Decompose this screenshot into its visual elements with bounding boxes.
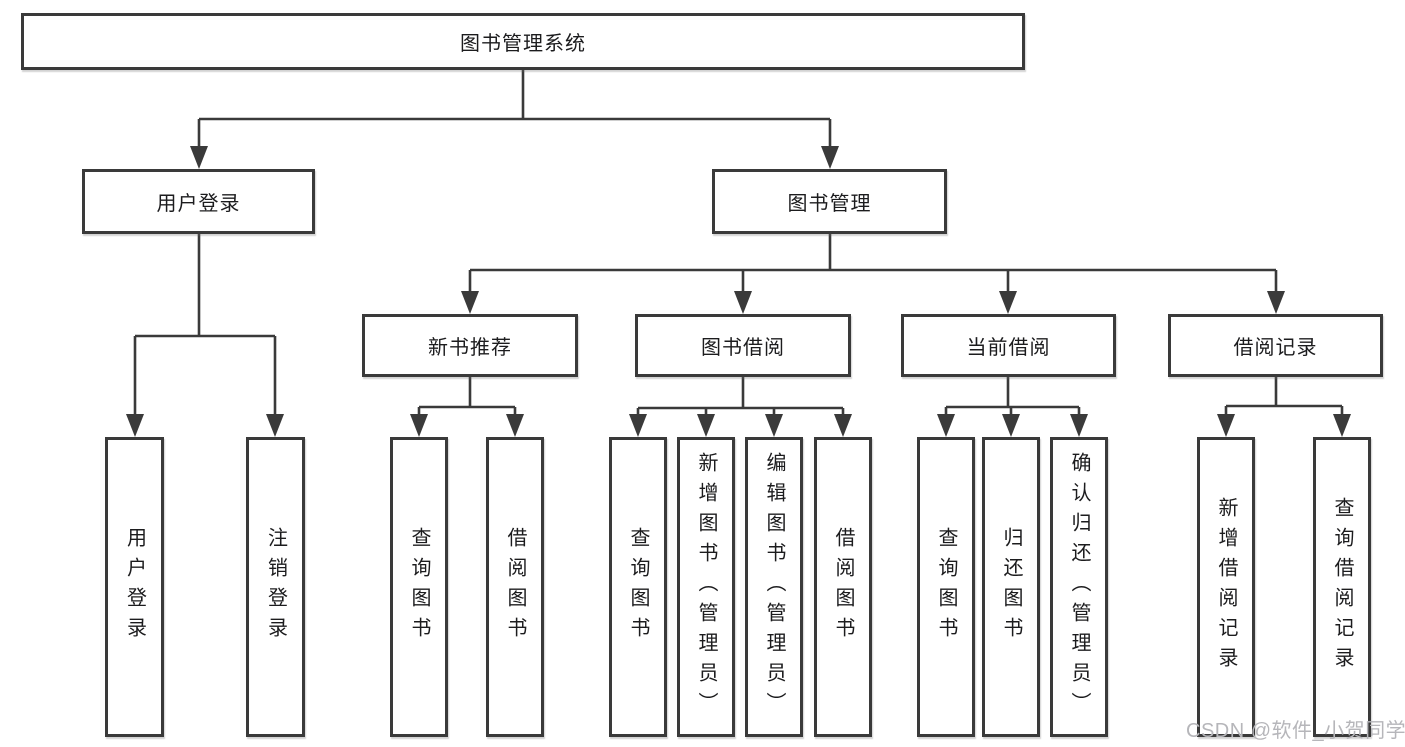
- node-borrowing-records: 借阅记录: [1168, 314, 1383, 377]
- node-current-borrowing: 当前借阅: [901, 314, 1116, 377]
- node-book-borrowing: 图书借阅: [635, 314, 851, 377]
- leaf-user-login: 用户登录: [105, 437, 164, 737]
- leaf-records-query-record: 查询借阅记录: [1313, 437, 1371, 737]
- leaf-borrow-edit-books-admin: 编辑图书（管理员）: [745, 437, 803, 737]
- node-new-book-recommend: 新书推荐: [362, 314, 578, 377]
- csdn-watermark: CSDN @软件_小贺同学: [1186, 720, 1405, 742]
- leaf-borrow-query-books: 查询图书: [609, 437, 667, 737]
- leaf-recommend-query-books: 查询图书: [390, 437, 448, 737]
- leaf-current-confirm-return-admin: 确认归还（管理员）: [1050, 437, 1108, 737]
- node-book-management: 图书管理: [712, 169, 947, 234]
- leaf-borrow-borrow-books: 借阅图书: [814, 437, 872, 737]
- leaf-logout: 注销登录: [246, 437, 305, 737]
- arrowhead-icons: [126, 146, 1351, 437]
- leaf-recommend-borrow-books: 借阅图书: [486, 437, 544, 737]
- leaf-current-query-books: 查询图书: [917, 437, 975, 737]
- leaf-current-return-books: 归还图书: [982, 437, 1040, 737]
- node-root: 图书管理系统: [21, 13, 1025, 70]
- leaf-borrow-add-books-admin: 新增图书（管理员）: [677, 437, 735, 737]
- leaf-records-add-record: 新增借阅记录: [1197, 437, 1255, 737]
- node-user-login: 用户登录: [82, 169, 315, 234]
